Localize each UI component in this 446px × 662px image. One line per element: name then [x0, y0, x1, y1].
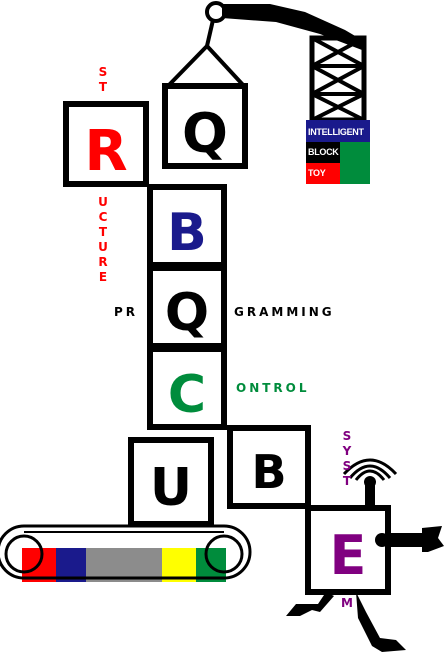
conveyor-belt-icon	[0, 524, 252, 582]
system-letter: Y	[342, 444, 352, 458]
block-u	[128, 437, 214, 527]
crane-icon	[166, 1, 367, 123]
programming-pr: PR	[114, 305, 139, 319]
structure-word-rest: U C T U R E	[96, 196, 110, 286]
system-letter: S	[342, 459, 352, 473]
structure-letter: T	[98, 225, 108, 239]
structure-letter: R	[98, 255, 108, 269]
logo-line1: INTELLIGENT	[308, 127, 364, 137]
system-letter: S	[342, 429, 352, 443]
letter-e: E	[330, 524, 367, 587]
structure-letter: C	[98, 210, 108, 224]
structure-letter: U	[98, 240, 108, 254]
system-word-top: S Y S T	[340, 430, 354, 490]
letter-q-mid: Q	[165, 283, 209, 343]
block-e	[305, 505, 391, 595]
structure-letter-t: T	[98, 80, 108, 94]
system-letter: T	[342, 474, 352, 488]
block-r	[63, 101, 149, 187]
structure-letter: E	[98, 270, 108, 284]
structure-letter: U	[98, 195, 108, 209]
logo-line3: TOY	[308, 168, 326, 178]
programming-rest: GRAMMING	[234, 305, 335, 319]
structure-letter-s: S	[98, 65, 108, 79]
robot-legs-icon	[286, 592, 406, 652]
control-rest: ONTROL	[236, 381, 310, 395]
letter-q-top: Q	[182, 102, 228, 165]
letter-b: B	[167, 203, 207, 263]
letter-b-small: B	[251, 445, 286, 499]
letter-u: U	[150, 458, 192, 518]
block-b-small	[227, 425, 311, 509]
block-c	[147, 346, 227, 430]
system-word-m: M	[340, 597, 354, 612]
wrench-icon	[375, 526, 444, 552]
intelligent-block-toy-logo	[306, 120, 370, 184]
antenna-icon	[342, 458, 398, 508]
letter-r: R	[84, 119, 127, 184]
structure-word-top: S T	[96, 66, 110, 96]
system-letter-m: M	[341, 596, 353, 610]
logo-line2: BLOCK	[308, 147, 339, 157]
block-q-top	[162, 83, 248, 169]
letter-c: C	[168, 365, 206, 425]
